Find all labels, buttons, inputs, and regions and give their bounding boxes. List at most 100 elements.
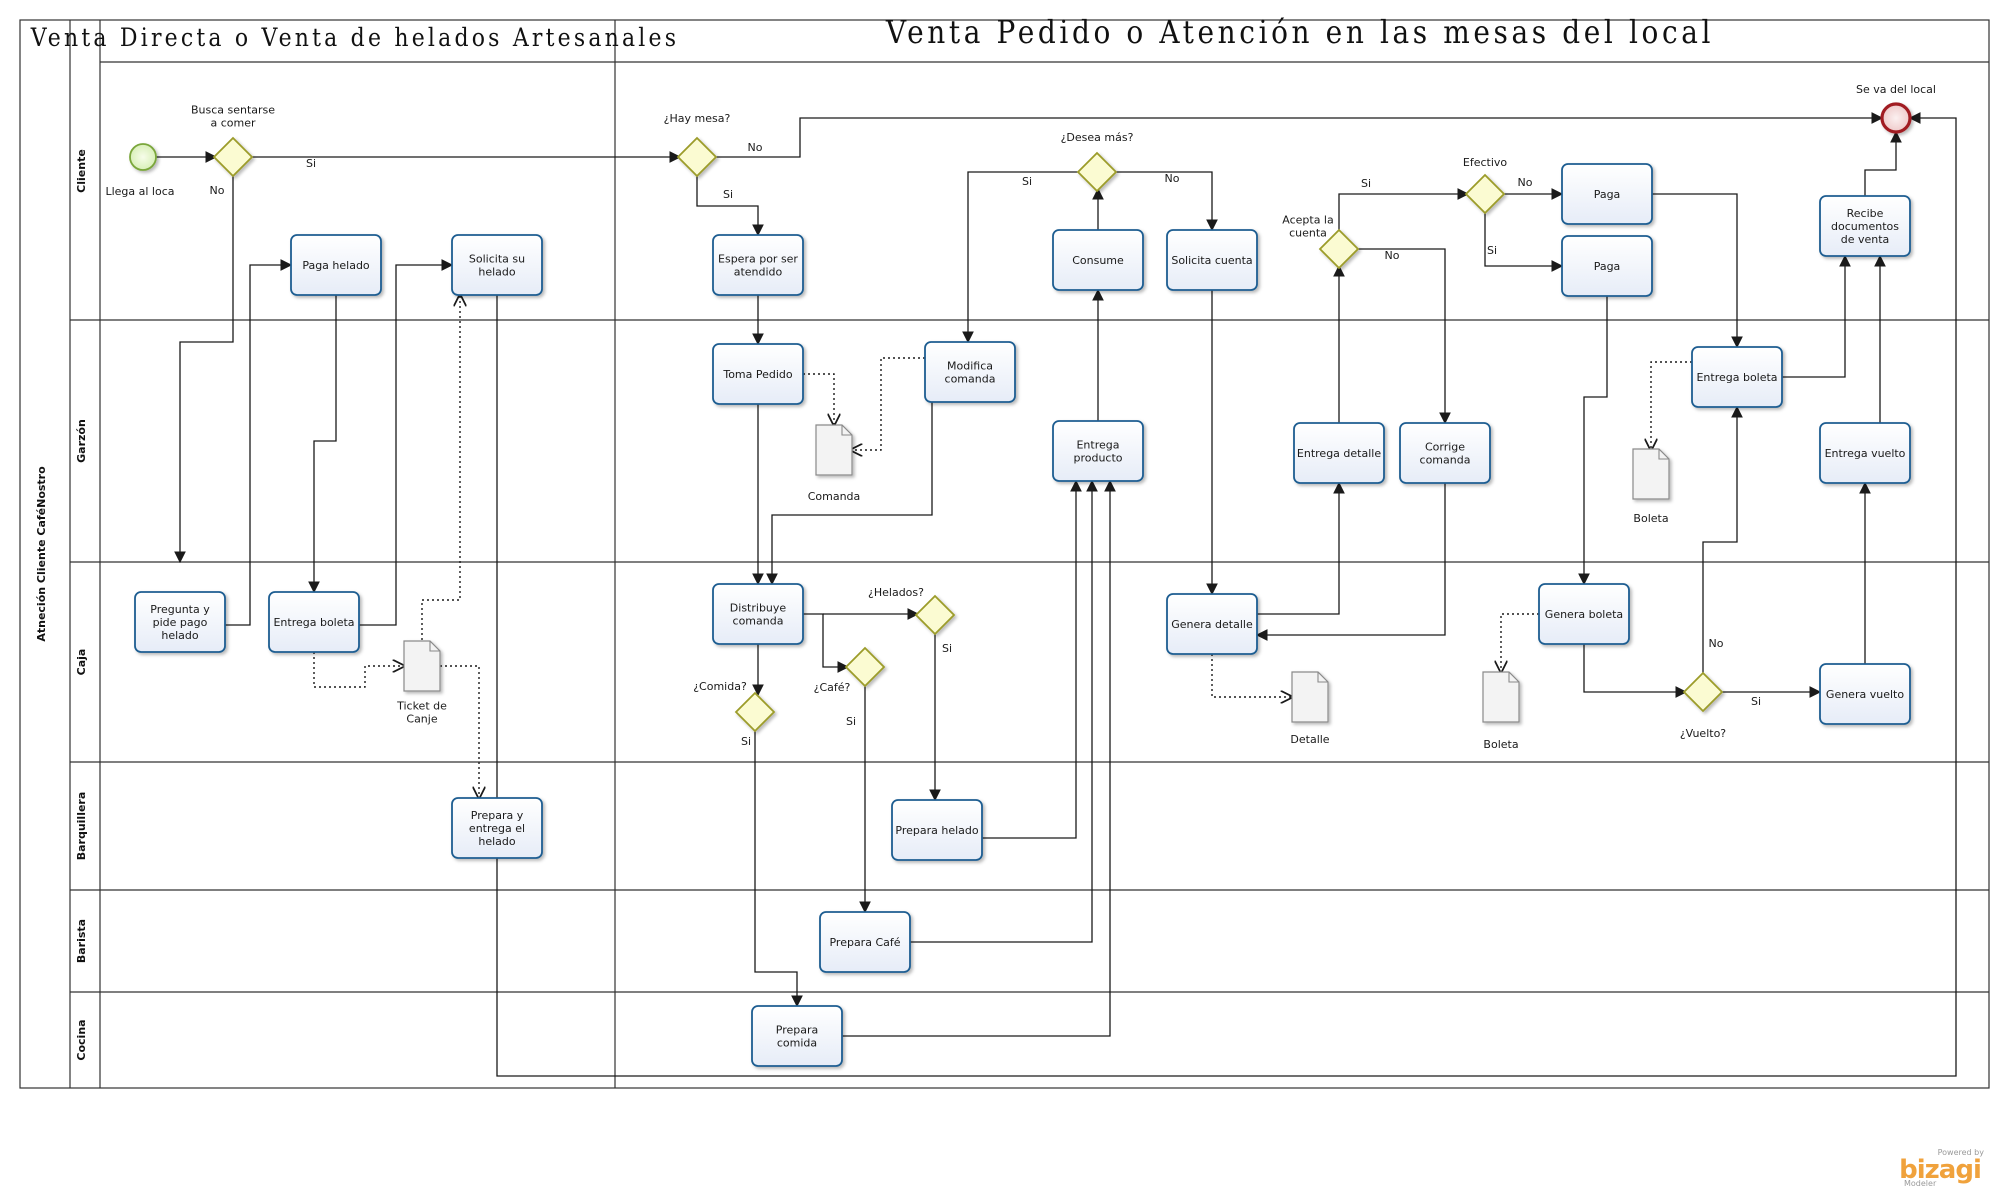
gateway-g_helados[interactable]: ¿Helados? <box>868 586 956 636</box>
task-t_genera_boleta[interactable]: Genera boleta <box>1538 583 1630 645</box>
task-box[interactable] <box>1052 420 1144 482</box>
association[interactable] <box>440 665 479 798</box>
association[interactable] <box>1651 361 1692 450</box>
sequence-flow[interactable] <box>1652 193 1743 349</box>
task-t_paga_helado[interactable]: Paga helado <box>290 234 382 296</box>
task-box[interactable] <box>134 591 226 653</box>
sequence-flow[interactable] <box>803 613 850 673</box>
exclusive-gateway-diamond[interactable] <box>734 691 776 733</box>
sequence-flow[interactable] <box>1338 188 1470 232</box>
task-box[interactable] <box>451 234 543 296</box>
document-icon[interactable] <box>1632 448 1670 500</box>
association[interactable] <box>421 295 460 640</box>
task-box[interactable] <box>290 234 382 296</box>
exclusive-gateway-diamond[interactable] <box>1318 228 1360 270</box>
sequence-flow[interactable] <box>1356 248 1451 425</box>
exclusive-gateway-diamond[interactable] <box>1076 151 1118 193</box>
association[interactable] <box>1211 654 1292 697</box>
task-t_paga_si[interactable]: Paga <box>1561 235 1653 297</box>
sequence-flow[interactable] <box>1257 481 1345 615</box>
sequence-flow[interactable] <box>1782 254 1851 378</box>
task-box[interactable] <box>1538 583 1630 645</box>
task-t_solicita_cuenta[interactable]: Solicita cuenta <box>1166 229 1258 291</box>
task-box[interactable] <box>712 234 804 296</box>
task-box[interactable] <box>1293 422 1385 484</box>
start-event-circle[interactable] <box>129 143 157 171</box>
exclusive-gateway-diamond[interactable] <box>1682 671 1724 713</box>
task-box[interactable] <box>712 583 804 645</box>
gateway-g_desea[interactable]: ¿Desea más? <box>1061 131 1134 193</box>
gateway-g_mesa[interactable]: ¿Hay mesa? <box>664 112 731 178</box>
task-box[interactable] <box>1052 229 1144 291</box>
task-box[interactable] <box>712 343 804 405</box>
task-box[interactable] <box>891 799 983 861</box>
document-d_boleta_caja[interactable]: Boleta <box>1482 671 1520 751</box>
sequence-flow[interactable] <box>1484 211 1564 272</box>
sequence-flow[interactable] <box>714 112 1884 158</box>
task-box[interactable] <box>1691 346 1783 408</box>
task-box[interactable] <box>1819 195 1911 257</box>
association[interactable] <box>313 652 404 688</box>
document-icon[interactable] <box>1291 671 1329 723</box>
task-t_prepara_cafe[interactable]: Prepara Café <box>819 911 911 973</box>
document-icon[interactable] <box>815 424 853 476</box>
sequence-flow[interactable] <box>1702 405 1743 675</box>
sequence-flow[interactable] <box>766 402 933 586</box>
task-t_entrega_detalle[interactable]: Entrega detalle <box>1293 422 1385 484</box>
end-event[interactable]: Se va del local <box>1856 83 1936 134</box>
sequence-flow[interactable] <box>359 259 454 626</box>
task-t_prepara_helado[interactable]: Prepara helado <box>891 799 983 861</box>
gateway-g_efectivo[interactable]: Efectivo <box>1463 156 1508 215</box>
exclusive-gateway-diamond[interactable] <box>844 646 886 688</box>
document-icon[interactable] <box>403 640 441 692</box>
sequence-flow[interactable] <box>962 171 1080 344</box>
task-t_genera_vuelto[interactable]: Genera vuelto <box>1819 663 1911 725</box>
sequence-flow[interactable] <box>1583 644 1688 698</box>
exclusive-gateway-diamond[interactable] <box>212 136 254 178</box>
document-d_detalle[interactable]: Detalle <box>1290 671 1330 746</box>
task-box[interactable] <box>1399 422 1491 484</box>
task-box[interactable] <box>819 911 911 973</box>
task-t_entrega_boleta2[interactable]: Entrega boleta <box>1691 346 1783 408</box>
sequence-flow[interactable] <box>1864 130 1902 196</box>
task-t_genera_detalle[interactable]: Genera detalle <box>1166 593 1258 655</box>
exclusive-gateway-diamond[interactable] <box>676 136 718 178</box>
task-box[interactable] <box>1166 593 1258 655</box>
gateway-g_cafe[interactable]: ¿Café? <box>814 646 886 694</box>
sequence-flow[interactable] <box>696 174 764 237</box>
association[interactable] <box>1501 613 1539 672</box>
start-event[interactable]: Llega al loca <box>105 143 175 198</box>
sequence-flow[interactable] <box>910 479 1098 943</box>
sequence-flow[interactable] <box>174 174 234 564</box>
sequence-flow[interactable] <box>1255 483 1446 641</box>
task-box[interactable] <box>451 797 543 859</box>
task-t_toma_pedido[interactable]: Toma Pedido <box>712 343 804 405</box>
task-box[interactable] <box>924 341 1016 403</box>
task-box[interactable] <box>1166 229 1258 291</box>
document-d_boleta_garzon[interactable]: Boleta <box>1632 448 1670 525</box>
sequence-flow[interactable] <box>754 729 803 1008</box>
document-icon[interactable] <box>1482 671 1520 723</box>
task-box[interactable] <box>1819 663 1911 725</box>
task-box[interactable] <box>268 591 360 653</box>
association[interactable] <box>851 357 925 450</box>
task-box[interactable] <box>1819 422 1911 484</box>
gateway-g_comida[interactable]: ¿Comida? <box>693 680 776 733</box>
sequence-flow[interactable] <box>842 479 1116 1037</box>
sequence-flow[interactable] <box>225 259 293 626</box>
sequence-flow[interactable] <box>982 479 1082 839</box>
gateway-g_vuelto[interactable]: ¿Vuelto? <box>1680 671 1726 740</box>
task-t_entrega_vuelto[interactable]: Entrega vuelto <box>1819 422 1911 484</box>
